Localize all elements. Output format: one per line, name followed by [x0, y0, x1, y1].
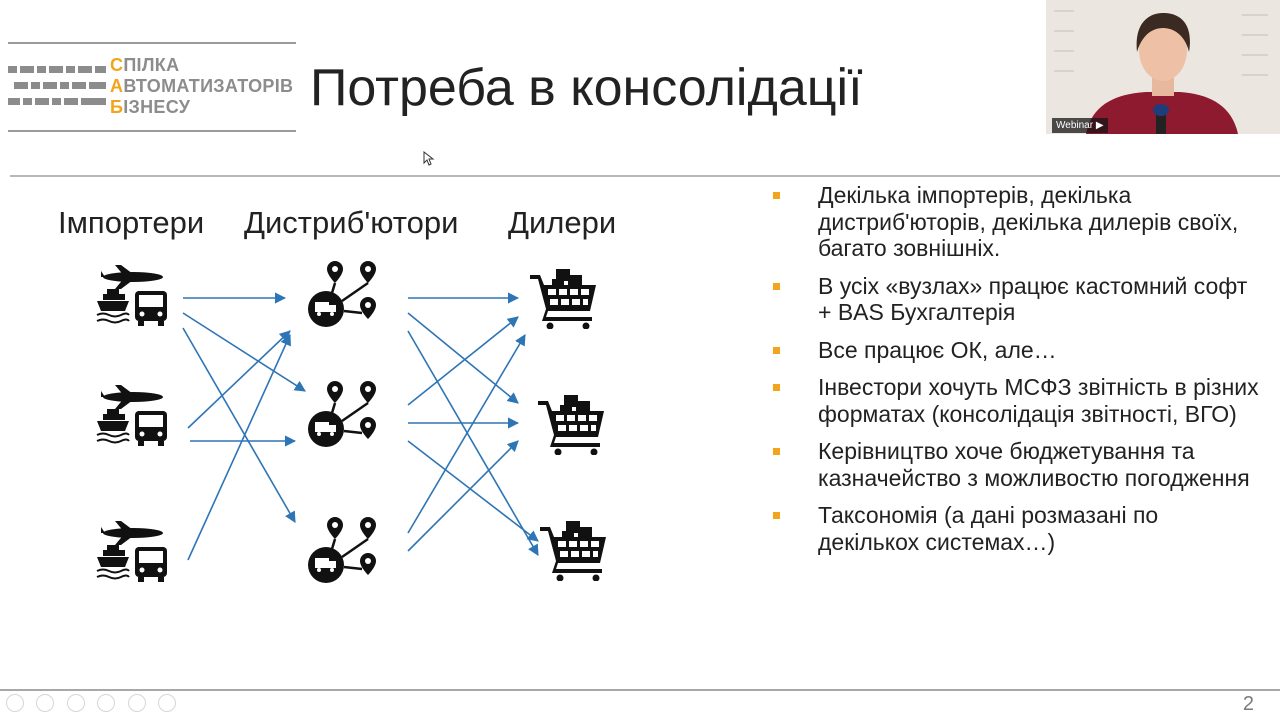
bullet-square-icon	[773, 192, 780, 199]
logo-rule-bottom	[8, 130, 296, 132]
bullet-text: Таксономія (а дані розмазані по декілько…	[818, 502, 1159, 555]
logo-word: ПІЛКА	[123, 55, 180, 75]
arrow-dist3-deal1	[407, 334, 526, 534]
footer-divider	[0, 689, 1280, 691]
shopping-cart-icon	[540, 521, 606, 581]
arrow-dist1-deal3	[407, 330, 539, 556]
bullet-square-icon	[773, 346, 780, 354]
pen-icon[interactable]	[66, 694, 85, 712]
slide-number: 2	[1242, 693, 1254, 715]
plane-ship-bus-icon	[96, 521, 167, 582]
bullet-text: Все працює ОК, але…	[818, 336, 1057, 363]
bullet-item: Все працює ОК, але…	[770, 337, 1260, 364]
bullet-item: Декілька імпортерів, декілька дистриб'ют…	[770, 182, 1260, 262]
arrow-imp2-dist1	[187, 330, 291, 429]
logo-letter: С	[110, 55, 124, 75]
slides-grid-icon[interactable]	[97, 694, 116, 712]
column-label-dealers: Дилери	[508, 205, 617, 240]
zoom-icon[interactable]	[127, 694, 146, 712]
bullet-text: Декілька імпортерів, декілька дистриб'ют…	[818, 182, 1239, 261]
bullet-text: В усіх «вузлах» працює кастомний софт + …	[818, 272, 1248, 326]
logo-text: СПІЛКА АВТОМАТИЗАТОРІВ БІЗНЕСУ	[110, 55, 293, 118]
column-label-distributors: Дистриб'ютори	[244, 205, 459, 240]
plane-ship-bus-icon	[96, 265, 167, 326]
supply-chain-diagram: Імпортери Дистриб'ютори Дилери	[40, 195, 760, 615]
bullet-square-icon	[773, 512, 780, 519]
bullet-square-icon	[773, 384, 780, 391]
arrow-dist2-deal3	[407, 440, 539, 542]
flow-arrows	[182, 292, 539, 561]
logo-word: ІЗНЕСУ	[123, 97, 191, 117]
prev-slide-icon[interactable]	[6, 694, 24, 712]
truck-route-pins-icon	[308, 261, 376, 327]
bullet-item: Таксономія (а дані розмазані по декілько…	[770, 502, 1260, 555]
logo-line: БІЗНЕСУ	[110, 97, 293, 118]
company-logo: СПІЛКА АВТОМАТИЗАТОРІВ БІЗНЕСУ	[8, 40, 298, 136]
bullet-square-icon	[773, 282, 780, 290]
presentation-controls	[6, 694, 184, 716]
logo-word: ВТОМАТИЗАТОРІВ	[123, 76, 294, 96]
bullet-text: Керівництво хоче бюджетування та казначе…	[818, 438, 1250, 491]
logo-line: АВТОМАТИЗАТОРІВ	[110, 76, 293, 97]
logo-rule-top	[8, 42, 296, 44]
arrow-imp1-dist2	[182, 312, 306, 392]
more-options-icon[interactable]	[158, 694, 177, 712]
logo-line: СПІЛКА	[110, 55, 293, 76]
arrow-dist2-deal1	[407, 316, 519, 406]
arrow-dist3-deal2	[407, 440, 519, 552]
bullet-text: Інвестори хочуть МСФЗ звітність в різних…	[818, 374, 1259, 427]
logo-letter: А	[110, 76, 124, 96]
column-label-importers: Імпортери	[58, 205, 205, 240]
shopping-cart-icon	[530, 269, 596, 329]
header-divider	[10, 175, 1280, 177]
logo-letter: Б	[110, 97, 124, 117]
bullet-item: Інвестори хочуть МСФЗ звітність в різних…	[770, 374, 1260, 427]
mouse-cursor-icon	[423, 151, 435, 166]
next-slide-icon[interactable]	[36, 694, 55, 712]
logo-blocks-graphic	[8, 66, 106, 105]
arrow-imp3-dist1	[187, 333, 291, 561]
bullet-item: В усіх «вузлах» працює кастомний софт + …	[770, 273, 1260, 326]
presenter-avatar	[1046, 0, 1280, 134]
plane-ship-bus-icon	[96, 385, 167, 446]
shopping-cart-icon	[538, 395, 604, 455]
truck-route-pins-icon	[308, 517, 376, 583]
truck-route-pins-icon	[308, 381, 376, 447]
arrow-dist1-deal2	[407, 312, 519, 404]
arrow-imp1-dist3	[182, 327, 296, 523]
webinar-badge[interactable]: Webinar ▶	[1052, 118, 1108, 133]
bullet-square-icon	[773, 448, 780, 455]
bullet-item: Керівництво хоче бюджетування та казначе…	[770, 438, 1260, 491]
bullet-list: Декілька імпортерів, декілька дистриб'ют…	[770, 182, 1260, 566]
slide-title: Потреба в консолідації	[310, 59, 863, 117]
presenter-video[interactable]: Webinar ▶	[1046, 0, 1280, 134]
